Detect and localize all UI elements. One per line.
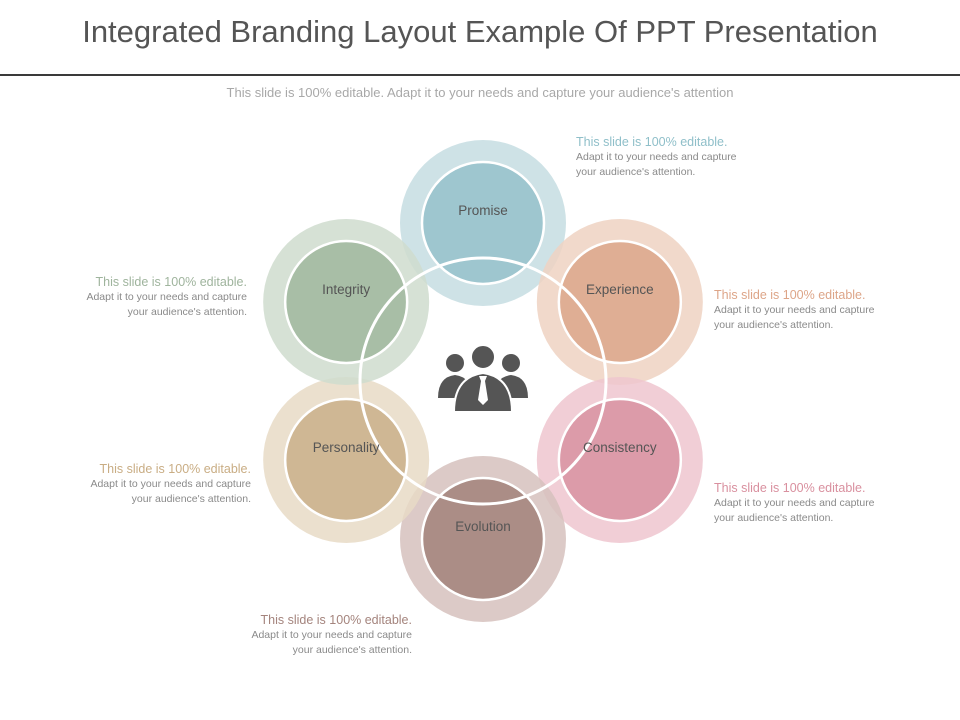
node-experience	[557, 239, 683, 365]
note-heading: This slide is 100% editable.	[714, 481, 866, 495]
note-body: Adapt it to your needs and capture your …	[714, 304, 875, 331]
note-body: Adapt it to your needs and capture your …	[576, 151, 737, 178]
note-heading: This slide is 100% editable.	[576, 135, 728, 149]
note-heading: This slide is 100% editable.	[714, 288, 866, 302]
note-personality: This slide is 100% editable. Adapt it to…	[36, 461, 251, 507]
note-body: Adapt it to your needs and capture your …	[714, 497, 875, 524]
node-integrity	[283, 239, 409, 365]
note-promise: This slide is 100% editable. Adapt it to…	[576, 134, 791, 180]
slide-title: Integrated Branding Layout Example Of PP…	[82, 14, 878, 49]
slide-subtitle: This slide is 100% editable. Adapt it to…	[226, 85, 734, 100]
note-body: Adapt it to your needs and capture your …	[90, 478, 251, 505]
node-label-promise: Promise	[458, 203, 508, 218]
note-body: Adapt it to your needs and capture your …	[86, 291, 247, 318]
node-personality	[283, 397, 409, 523]
node-label-integrity: Integrity	[322, 282, 370, 297]
node-label-experience: Experience	[586, 282, 654, 297]
node-label-consistency: Consistency	[583, 440, 657, 455]
note-evolution: This slide is 100% editable. Adapt it to…	[197, 612, 412, 658]
note-body: Adapt it to your needs and capture your …	[251, 629, 412, 656]
node-label-evolution: Evolution	[455, 519, 511, 534]
note-heading: This slide is 100% editable.	[95, 275, 247, 289]
note-heading: This slide is 100% editable.	[99, 462, 251, 476]
people-group-icon	[438, 344, 528, 413]
node-evolution	[420, 476, 546, 602]
note-experience: This slide is 100% editable. Adapt it to…	[714, 287, 929, 333]
note-consistency: This slide is 100% editable. Adapt it to…	[714, 480, 929, 526]
node-label-personality: Personality	[313, 440, 380, 455]
note-integrity: This slide is 100% editable. Adapt it to…	[32, 274, 247, 320]
center-ring	[358, 256, 608, 506]
note-heading: This slide is 100% editable.	[260, 613, 412, 627]
node-promise	[420, 160, 546, 286]
title-divider	[0, 74, 960, 76]
node-consistency	[557, 397, 683, 523]
